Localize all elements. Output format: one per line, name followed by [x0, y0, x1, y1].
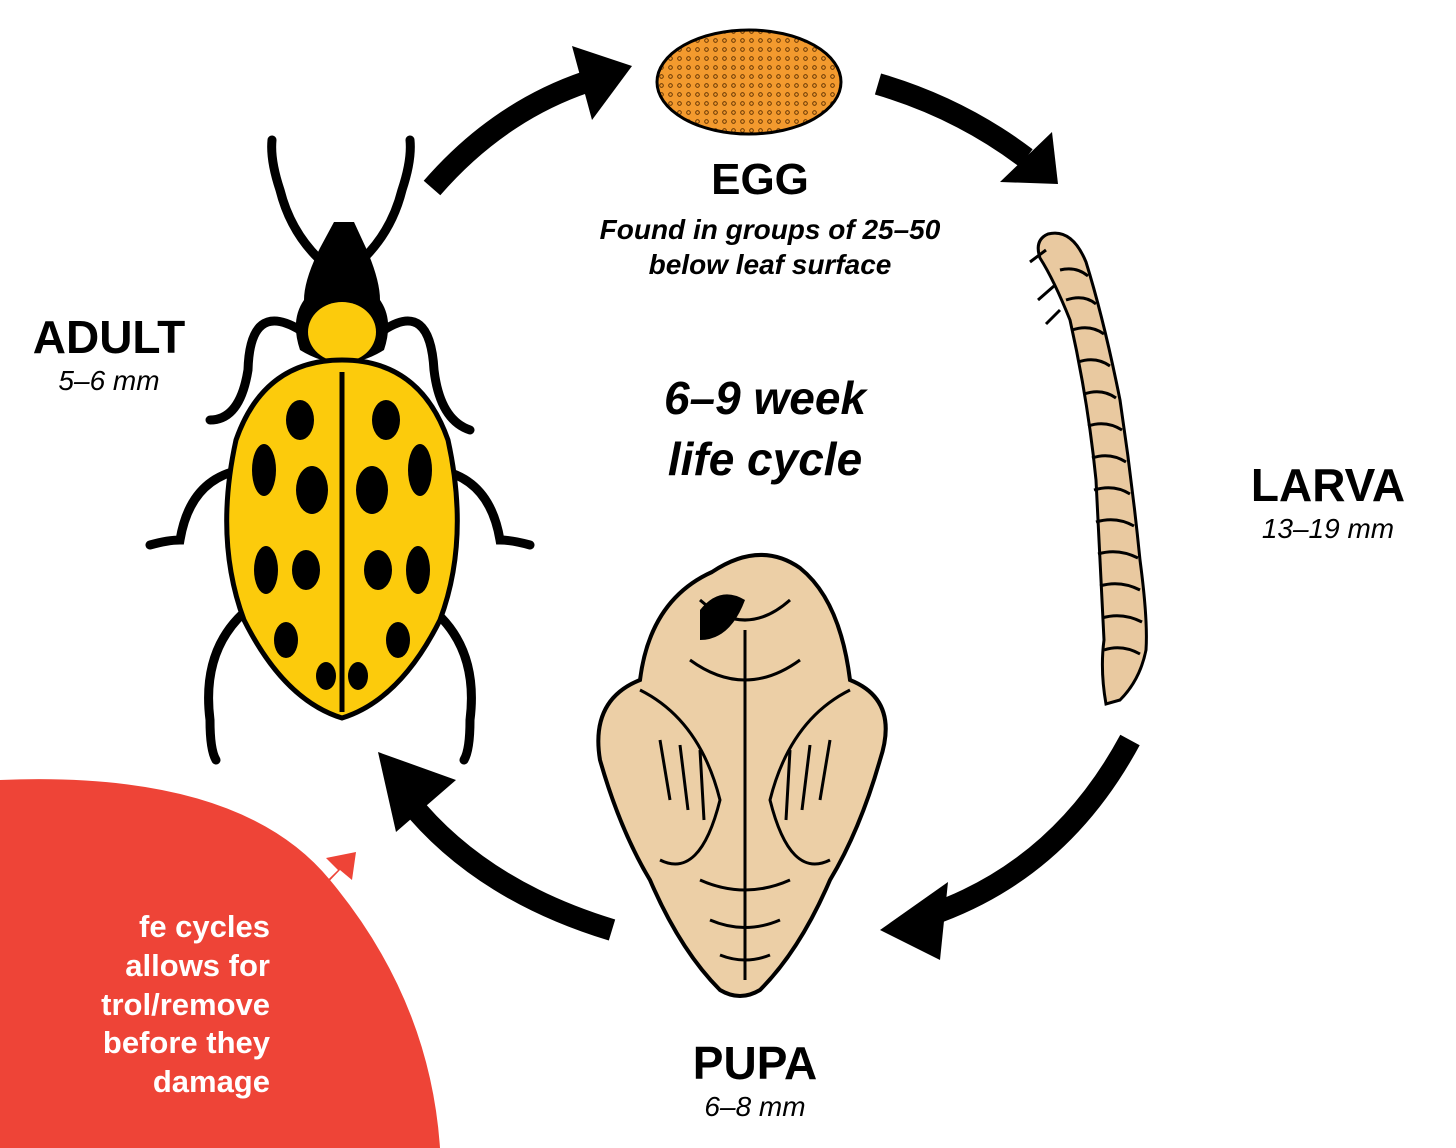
callout-line2: allows for: [0, 947, 270, 986]
arrow-egg-to-larva: [878, 84, 1058, 184]
arrow-pupa-to-adult: [378, 752, 612, 930]
adult-stage-label: ADULT 5–6 mm: [14, 314, 204, 398]
larva-title: LARVA: [1228, 462, 1428, 508]
adult-size: 5–6 mm: [14, 364, 204, 398]
cycle-duration-label: 6–9 week life cycle: [600, 368, 930, 489]
spotted-beetle-icon: [150, 140, 530, 760]
callout-line1: fe cycles: [0, 908, 270, 947]
arrow-larva-to-pupa: [880, 740, 1130, 960]
callout-line5: damage: [0, 1063, 270, 1102]
pupa-size: 6–8 mm: [650, 1090, 860, 1124]
egg-stage-label: EGG: [640, 158, 880, 202]
egg-note-line1: Found in groups of 25–50: [520, 212, 1020, 247]
adult-title: ADULT: [14, 314, 204, 360]
larva-icon: [1030, 233, 1146, 704]
callout-line4: before they: [0, 1024, 270, 1063]
pupa-icon: [598, 555, 885, 996]
pupa-stage-label: PUPA 6–8 mm: [650, 1040, 860, 1124]
egg-title: EGG: [640, 158, 880, 202]
callout-text: fe cycles allows for trol/remove before …: [0, 908, 270, 1102]
cycle-duration-line2: life cycle: [600, 429, 930, 490]
callout-line3: trol/remove: [0, 986, 270, 1025]
arrow-adult-to-egg: [432, 46, 632, 188]
pupa-title: PUPA: [650, 1040, 860, 1086]
larva-size: 13–19 mm: [1228, 512, 1428, 546]
egg-note: Found in groups of 25–50 below leaf surf…: [520, 212, 1020, 282]
egg-note-line2: below leaf surface: [520, 247, 1020, 282]
egg-cluster-icon: [657, 30, 841, 134]
cycle-duration-line1: 6–9 week: [600, 368, 930, 429]
larva-stage-label: LARVA 13–19 mm: [1228, 462, 1428, 546]
